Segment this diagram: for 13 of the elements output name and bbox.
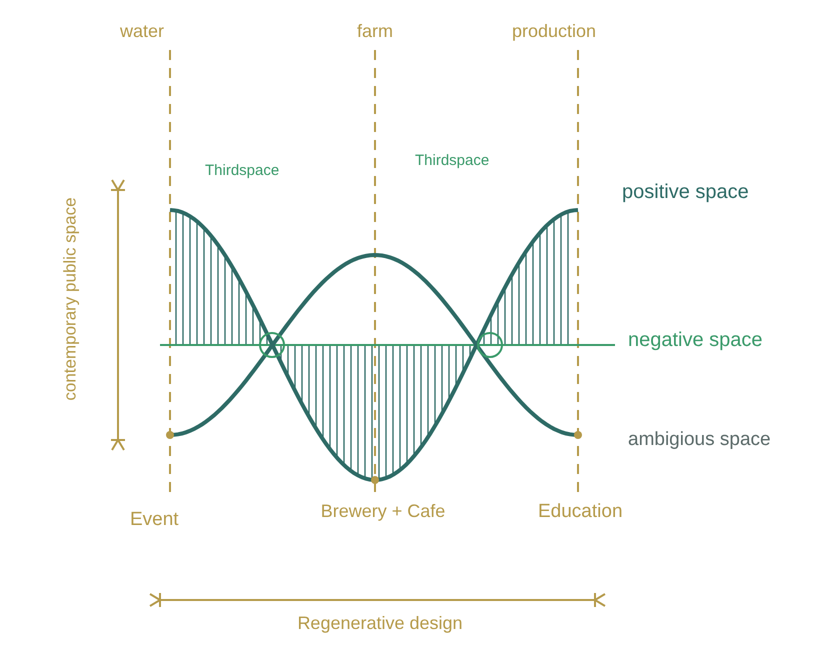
text-label: negative space [628, 328, 764, 353]
text-label: farm [356, 20, 394, 42]
text-label: Brewery + Cafe [320, 500, 446, 522]
text-label: positive space [622, 180, 750, 205]
text-label: Education [538, 500, 624, 524]
text-label: Thirdspace [205, 162, 280, 181]
text-label: water [120, 20, 166, 42]
text-label: Event [130, 508, 180, 532]
text-label: Regenerative design [296, 612, 464, 634]
text-label: ambigious space [628, 428, 772, 452]
text-label: Thirdspace [415, 152, 490, 171]
text-label: production [512, 20, 598, 42]
text-label: contemporary public space [59, 196, 80, 401]
